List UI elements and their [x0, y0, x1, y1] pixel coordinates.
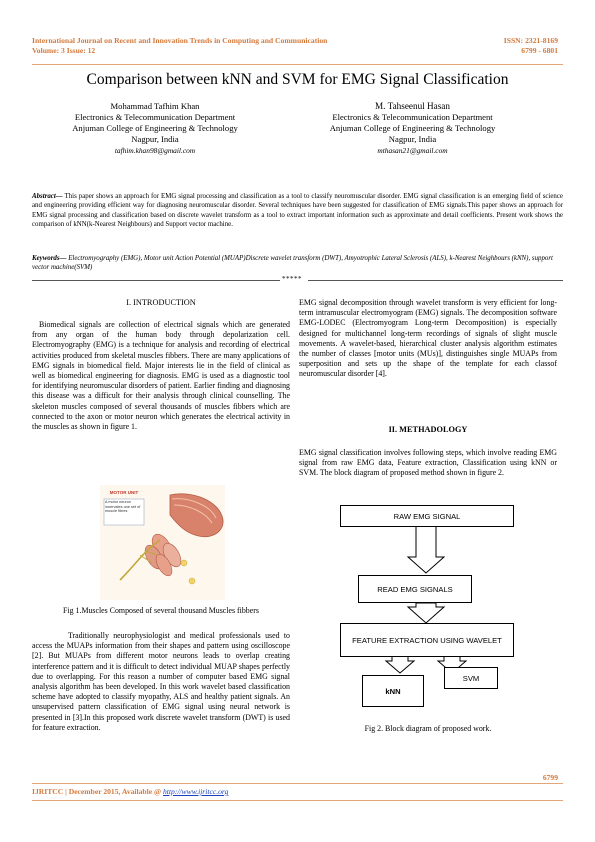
- abstract: Abstract— This paper shows an approach f…: [32, 192, 563, 230]
- issn: ISSN: 2321-8169: [503, 36, 558, 45]
- abstract-label: Abstract—: [32, 193, 63, 200]
- block-svm: SVM: [444, 667, 498, 689]
- methodology-paragraph: EMG signal classification involves follo…: [299, 448, 557, 479]
- motor-unit-note: A motor neuron innervates one set of mus…: [105, 500, 141, 513]
- volume-issue: Volume: 3 Issue: 12: [32, 46, 96, 55]
- abstract-text: This paper shows an approach for EMG sig…: [32, 193, 563, 229]
- author-name: M. Tahseenul Hasan: [375, 101, 450, 111]
- author-name: Mohammad Tafhim Khan: [110, 101, 200, 111]
- footer-rule-bottom: [32, 800, 563, 801]
- paragraph-text: EMG signal decomposition through wavelet…: [299, 298, 557, 379]
- author-city: Nagpur, India: [388, 134, 437, 144]
- footer: IJRITCC | December 2015, Available @ htt…: [32, 787, 228, 796]
- paragraph-text: Traditionally neurophysiologist and medi…: [32, 631, 290, 732]
- author-dept: Electronics & Telecommunication Departme…: [332, 112, 493, 122]
- paragraph-text: EMG signal classification involves follo…: [299, 448, 557, 478]
- separator-line-left: [32, 280, 280, 281]
- block-knn: kNN: [362, 675, 424, 707]
- author-college: Anjuman College of Engineering & Technol…: [72, 123, 238, 133]
- paper-title: Comparison between kNN and SVM for EMG S…: [86, 71, 509, 88]
- block-raw-emg-signal: RAW EMG SIGNAL: [340, 505, 514, 527]
- separator-stars: *****: [282, 275, 302, 283]
- section-heading-introduction: I. INTRODUCTION: [126, 298, 196, 307]
- footer-link[interactable]: http://www.ijritcc.org: [163, 787, 229, 796]
- author-city: Nagpur, India: [131, 134, 179, 144]
- section-heading-methodology: II. METHADOLOGY: [388, 425, 468, 434]
- keywords: Keywords— Electromyography (EMG), Motor …: [32, 254, 563, 273]
- block-read-emg-signals: READ EMG SIGNALS: [358, 575, 472, 603]
- author-email[interactable]: tafhim.khan98@gmail.com: [114, 146, 196, 155]
- author-college: Anjuman College of Engineering & Technol…: [329, 123, 496, 133]
- keywords-text: Electromyography (EMG), Motor unit Actio…: [32, 255, 553, 272]
- footer-rule: [32, 783, 563, 784]
- separator-line-right: [308, 280, 563, 281]
- keywords-label: Keywords—: [32, 255, 67, 262]
- figure-1-caption: Fig 1.Muscles Composed of several thousa…: [63, 606, 259, 615]
- intro-paragraph-2: Traditionally neurophysiologist and medi…: [32, 631, 290, 733]
- motor-unit-label: MOTOR UNIT: [110, 490, 139, 495]
- intro-paragraph-1: Biomedical signals are collection of ele…: [32, 320, 290, 432]
- page-number: 6799: [542, 773, 558, 782]
- author-email[interactable]: mthasan21@gmail.com: [377, 146, 448, 155]
- page-range: 6799 - 6801: [521, 46, 558, 55]
- block-diagram: RAW EMG SIGNAL READ EMG SIGNALS FEATURE …: [340, 505, 515, 715]
- block-feature-extraction: FEATURE EXTRACTION USING WAVELET: [340, 623, 514, 657]
- author-dept: Electronics & Telecommunication Departme…: [74, 112, 236, 122]
- author-2: M. Tahseenul Hasan Electronics & Telecom…: [295, 101, 530, 156]
- right-paragraph-1: EMG signal decomposition through wavelet…: [299, 298, 557, 380]
- footer-text: IJRITCC | December 2015, Available @: [32, 787, 163, 796]
- paragraph-text: Biomedical signals are collection of ele…: [32, 320, 290, 432]
- journal-name: International Journal on Recent and Inno…: [32, 36, 328, 45]
- figure-1-image: MOTOR UNIT A motor neuron innervates one…: [100, 485, 225, 600]
- figure-2-caption: Fig 2. Block diagram of proposed work.: [364, 724, 492, 733]
- author-1: Mohammad Tafhim Khan Electronics & Telec…: [40, 101, 270, 156]
- header-rule: [32, 64, 563, 65]
